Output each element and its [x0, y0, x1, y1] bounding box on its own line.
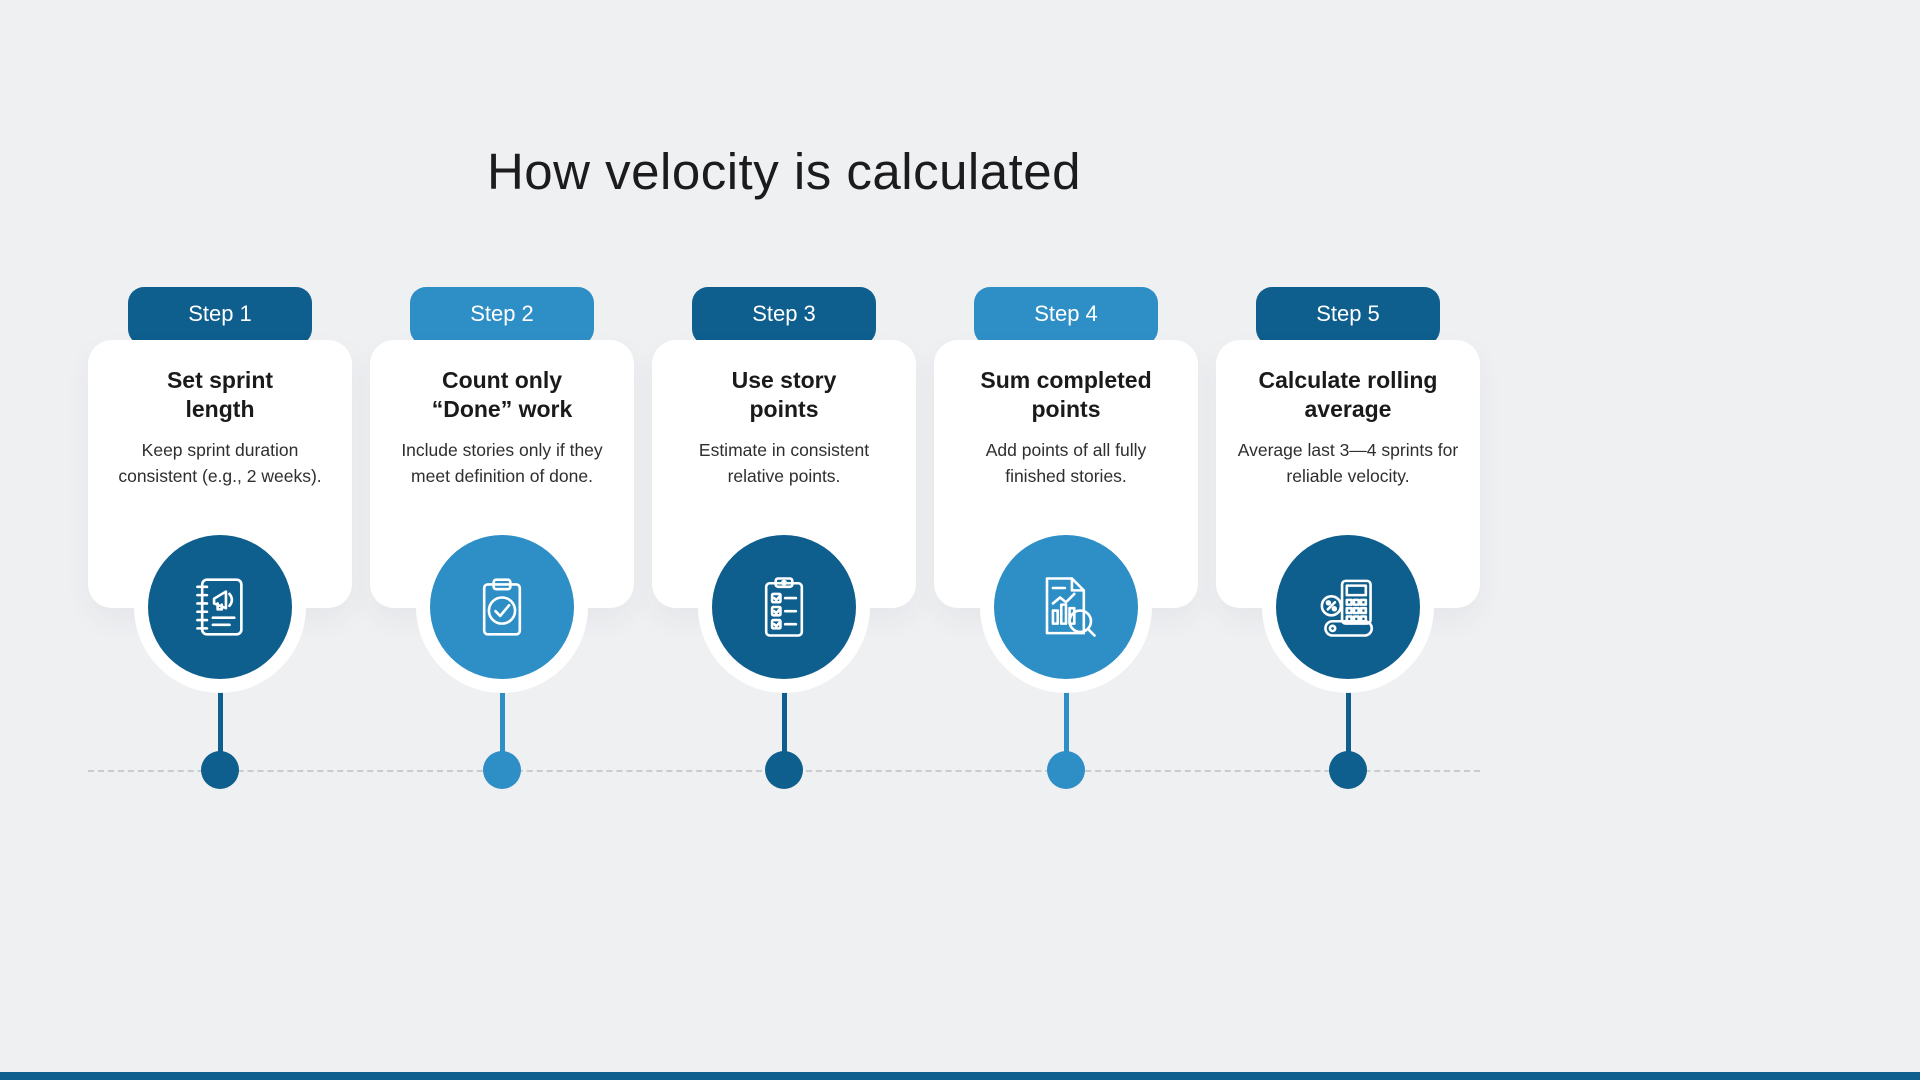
- step-description: Estimate in consistent relative points.: [698, 439, 870, 486]
- step-title: Calculate rolling average: [1258, 367, 1438, 423]
- report-magnifier-icon: [1045, 577, 1096, 637]
- step-title: Count only “Done” work: [431, 367, 573, 423]
- checklist-clipboard-icon: [764, 577, 804, 637]
- connector-line: [781, 677, 787, 757]
- step-tab: Step 4: [974, 287, 1158, 345]
- step-icon-circle: [430, 535, 574, 679]
- timeline-dot: [1047, 751, 1085, 789]
- connector-line: [217, 677, 223, 757]
- connector-line: [499, 677, 505, 757]
- step-label: Step 1: [188, 301, 252, 326]
- step-label: Step 4: [1034, 301, 1098, 326]
- step-label: Step 5: [1316, 301, 1380, 326]
- step-card-4: Step 4 Sum completed points Add points o…: [934, 287, 1198, 807]
- step-description: Keep sprint duration consistent (e.g., 2…: [118, 439, 322, 486]
- step-icon-circle: [994, 535, 1138, 679]
- step-title: Use story points: [731, 367, 837, 423]
- timeline-dot: [1329, 751, 1367, 789]
- timeline-dot: [765, 751, 803, 789]
- step-description: Average last 3—4 sprints for reliable ve…: [1237, 439, 1459, 486]
- timeline-dot: [201, 751, 239, 789]
- step-tab: Step 2: [410, 287, 594, 345]
- footer-accent-bar: [0, 1072, 1920, 1080]
- clipboard-check-icon: [482, 578, 522, 636]
- step-card-2: Step 2 Count only “Done” work Include st…: [370, 287, 634, 807]
- step-description: Add points of all fully finished stories…: [985, 439, 1147, 486]
- steps-row: Step 1 Set sprint length Keep sprint dur…: [88, 287, 1480, 807]
- connector-line: [1345, 677, 1351, 757]
- step-label: Step 3: [752, 301, 816, 326]
- step-card-1: Step 1 Set sprint length Keep sprint dur…: [88, 287, 352, 807]
- step-icon-circle: [148, 535, 292, 679]
- step-tab: Step 1: [128, 287, 312, 345]
- step-title: Set sprint length: [166, 367, 274, 423]
- timeline-dot: [483, 751, 521, 789]
- notebook-announcement-icon: [196, 578, 243, 636]
- step-tab: Step 3: [692, 287, 876, 345]
- calculator-percent-icon: [1320, 579, 1374, 637]
- page-title: How velocity is calculated: [486, 143, 1082, 200]
- step-label: Step 2: [470, 301, 534, 326]
- step-card-5: Step 5 Calculate rolling average Average…: [1216, 287, 1480, 807]
- step-icon-circle: [1276, 535, 1420, 679]
- step-tab: Step 5: [1256, 287, 1440, 345]
- step-description: Include stories only if they meet defini…: [401, 439, 603, 486]
- step-card-3: Step 3 Use story points Estimate in cons…: [652, 287, 916, 807]
- step-title: Sum completed points: [980, 367, 1152, 423]
- connector-line: [1063, 677, 1069, 757]
- step-icon-circle: [712, 535, 856, 679]
